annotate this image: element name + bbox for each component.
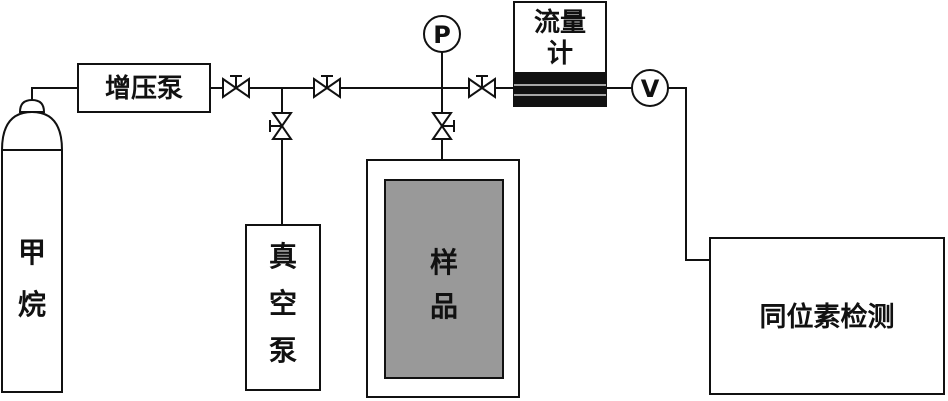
cylinder-valve-cap [18,98,46,113]
flow-meter-label-2: 计 [547,39,573,69]
flow-meter-label-1: 流量 [534,8,586,38]
pressure-gauge-label: P [433,21,451,49]
valve-sample [431,112,455,140]
pipe-v-to-detector [668,87,710,261]
sample-label-2: 品 [430,290,458,323]
booster-pump: 增压泵 [77,63,211,113]
vacuum-pump: 真 空 泵 [245,224,321,391]
vacuum-pump-box [245,224,321,391]
volume-gauge-label: V [641,75,660,103]
volume-gauge: V [631,69,669,107]
flow-meter-band [514,72,606,106]
valve-flowmeter [468,75,496,99]
methane-label-1: 甲 [18,236,46,269]
sample-label-1: 样 [430,246,458,279]
pressure-gauge-circle [423,15,461,53]
valve-vacuum [269,112,293,140]
sample-chamber: 样 品 [366,159,520,398]
sample-inner-box [384,179,504,379]
pressure-gauge: P [423,15,461,53]
pipe-cylinder-to-booster [31,87,78,100]
methane-cylinder: 甲 烷 [0,98,63,393]
valve-main [313,75,341,99]
isotope-detector-label: 同位素检测 [760,301,895,333]
vacuum-label-2: 空 [269,287,297,320]
flow-meter: 流量 计 [513,1,607,107]
booster-pump-box [77,63,211,113]
isotope-detector-box [709,237,945,395]
methane-label-2: 烷 [18,288,46,321]
cylinder-body [0,110,63,393]
volume-gauge-circle [631,69,669,107]
vacuum-label-1: 真 [269,240,297,273]
vacuum-label-3: 泵 [269,334,297,367]
valve-after-booster [222,75,250,99]
booster-pump-label: 增压泵 [105,73,183,104]
pipelines [31,52,710,261]
isotope-detector: 同位素检测 [709,237,945,395]
